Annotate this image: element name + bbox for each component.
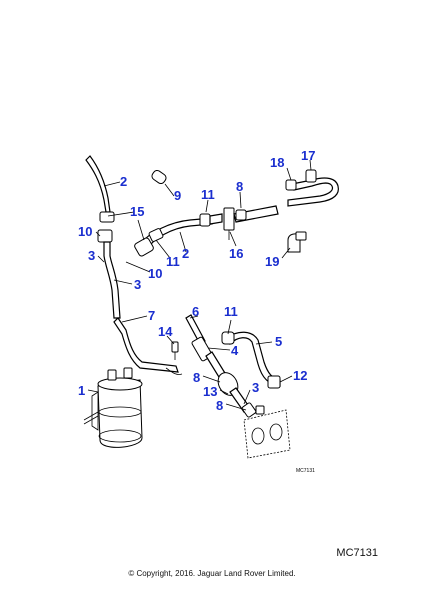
callout-3-lower: 3 — [252, 380, 259, 395]
copyright-notice: © Copyright, 2016. Jaguar Land Rover Lim… — [128, 569, 296, 578]
leader-lines — [87, 159, 312, 411]
callout-12: 12 — [293, 368, 307, 383]
callout-11-centre: 11 — [166, 254, 180, 269]
vapour-hose-upper — [134, 205, 279, 257]
vapour-pipe-top-right — [285, 169, 339, 253]
drawing-code-small: MC7131 — [296, 468, 315, 474]
callout-7: 7 — [148, 308, 155, 323]
callout-1: 1 — [78, 383, 85, 398]
callout-14: 14 — [158, 324, 173, 339]
callout-8-mid: 8 — [193, 370, 200, 385]
callout-10-mid: 10 — [148, 266, 162, 281]
vapour-hose-right — [221, 331, 281, 389]
callout-4: 4 — [231, 343, 239, 358]
vapour-pipe-left — [85, 155, 183, 375]
callout-16: 16 — [229, 246, 243, 261]
callout-3-left: 3 — [88, 248, 95, 263]
callout-11-right: 11 — [224, 304, 238, 319]
callout-10-left: 10 — [78, 224, 92, 239]
callout-15: 15 — [130, 204, 144, 219]
callout-18: 18 — [270, 155, 284, 170]
callout-3-mid: 3 — [134, 277, 141, 292]
callout-9: 9 — [174, 188, 181, 203]
manifold-outline — [243, 405, 291, 459]
purge-valve-assembly — [171, 314, 257, 418]
callout-8-top: 8 — [236, 179, 243, 194]
callout-5: 5 — [275, 334, 282, 349]
callout-numbers: 1 2 2 3 3 3 4 5 6 7 8 8 8 9 10 10 11 11 … — [78, 148, 315, 413]
rubber-cap — [151, 169, 167, 185]
callout-2-top: 2 — [120, 174, 127, 189]
callout-8-lower: 8 — [216, 398, 223, 413]
callout-2-centre: 2 — [182, 246, 189, 261]
carbon-canister — [83, 367, 143, 448]
drawing-code: MC7131 — [336, 547, 378, 559]
callout-6: 6 — [192, 304, 199, 319]
callout-17: 17 — [301, 148, 315, 163]
callout-19: 19 — [265, 254, 279, 269]
callout-11-top: 11 — [201, 187, 215, 202]
callout-13: 13 — [203, 384, 217, 399]
